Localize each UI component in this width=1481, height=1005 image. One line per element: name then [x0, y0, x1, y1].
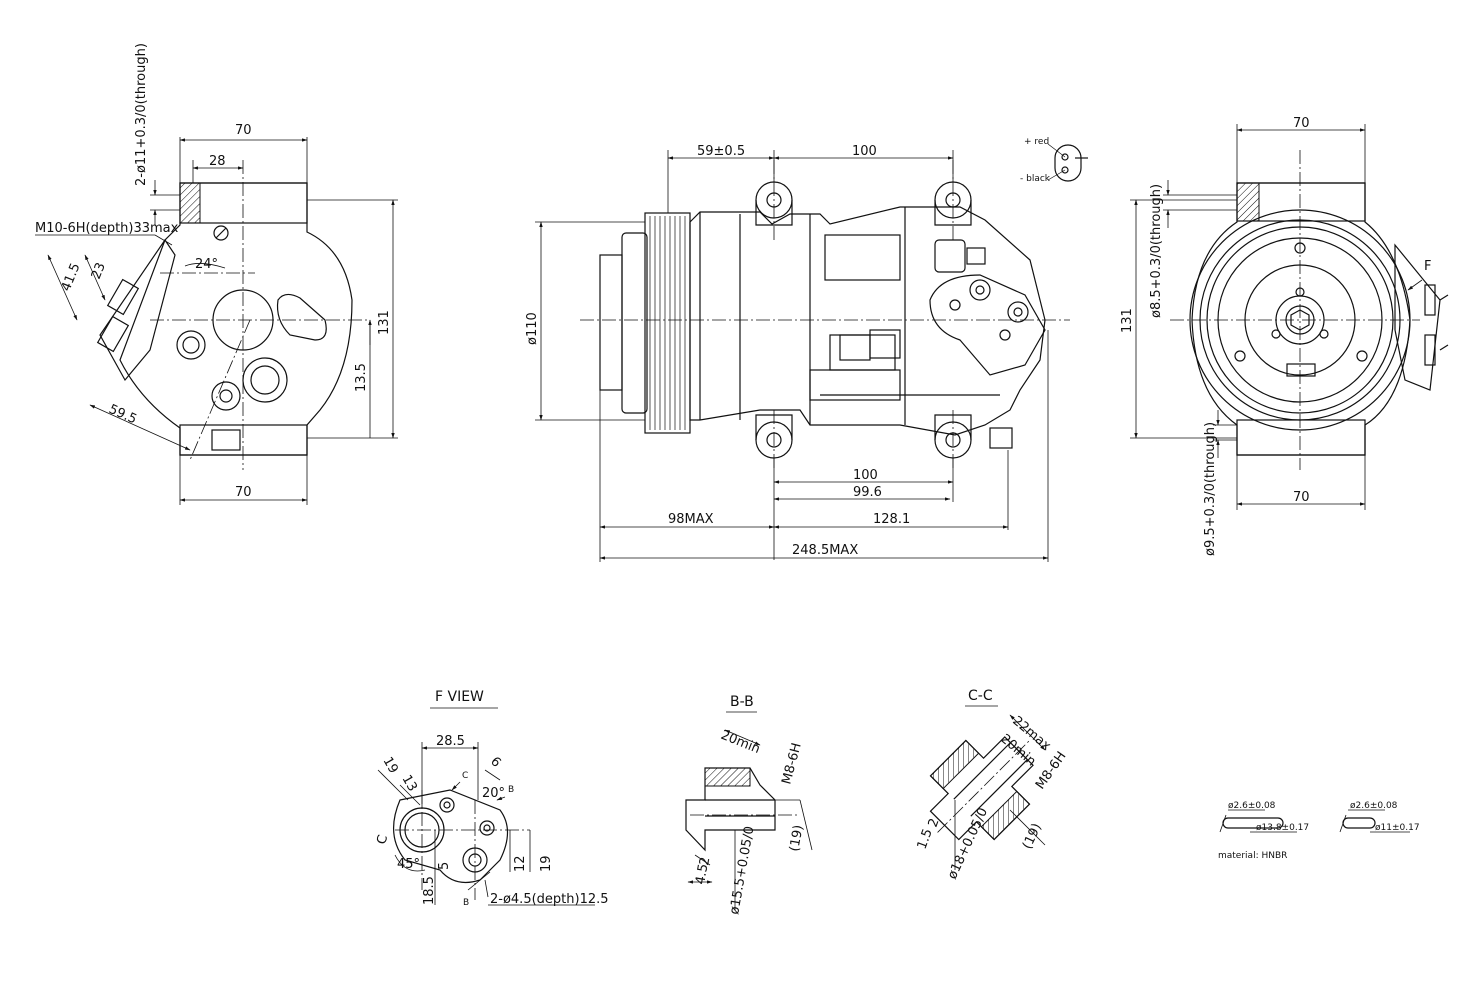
right-dim-bottom-70: 70	[1293, 490, 1310, 505]
left-dim-131: 131	[377, 310, 392, 335]
f-hole-note: 2-ø4.5(depth)12.5	[490, 892, 609, 907]
f-dim-6: 6	[487, 754, 503, 770]
c-dim-2: 2	[926, 816, 943, 829]
front-dim-100-top: 100	[852, 144, 877, 159]
right-label-f: F	[1424, 259, 1431, 274]
b-dim-19: (19)	[787, 824, 806, 853]
f-label-b-top: B	[508, 785, 514, 795]
f-dim-12: 12	[513, 855, 528, 872]
front-dim-99-6: 99.6	[853, 485, 882, 500]
f-view-detail: F VIEW 28.5 19 13 6 20° C B C 45° 18.5 5…	[374, 689, 608, 908]
f-dim-19: 19	[380, 755, 401, 777]
section-c-title: C-C	[968, 688, 993, 704]
f-label-c-left: C	[374, 833, 391, 846]
right-dim-top-70: 70	[1293, 116, 1310, 131]
right-dim-131: 131	[1120, 308, 1135, 333]
f-view-title: F VIEW	[435, 689, 484, 705]
left-dim-bottom-70: 70	[235, 485, 252, 500]
wire-red-label: + red	[1024, 137, 1049, 147]
left-dim-13-5: 13.5	[354, 363, 369, 392]
wire-black-label: - black	[1020, 174, 1051, 184]
f-dim-18-5: 18.5	[422, 876, 437, 905]
left-thread-note: M10-6H(depth)33max	[35, 221, 179, 236]
oring1-cs: ø2.6±0.08	[1228, 801, 1276, 811]
f-dim-45: 45°	[397, 857, 420, 872]
c-dim-1-5: 1.5	[915, 827, 936, 852]
right-hole-bottom-note: ø9.5+0.3/0(through)	[1203, 422, 1218, 556]
left-dim-23: 23	[89, 261, 109, 282]
right-hole-top-note: ø8.5+0.3/0(through)	[1149, 184, 1164, 318]
b-dim-2: 2	[697, 856, 713, 867]
section-b-title: B-B	[730, 694, 754, 710]
front-dim-98: 98MAX	[668, 512, 714, 527]
f-label-b-bottom: B	[463, 898, 469, 908]
o-rings: ø2.6±0.08 ø13.8±0.17 ø2.6±0.08 ø11±0.17 …	[1218, 801, 1420, 861]
left-dim-28: 28	[209, 154, 226, 169]
f-dim-5: 5	[437, 862, 452, 870]
right-end-view: F 70 70 131 ø8.5+0.3/0(through) ø9.5+0.3…	[1120, 116, 1449, 556]
left-hole-note: 2-ø11+0.3/0(through)	[134, 43, 149, 186]
f-dim-28-5: 28.5	[436, 734, 465, 749]
left-side-view: 70 28 2-ø11+0.3/0(through) M10-6H(depth)…	[35, 43, 398, 505]
b-dia: ø15.5+0.05/0	[727, 825, 757, 916]
left-angle-24: 24°	[195, 257, 218, 272]
f-dim-13: 13	[399, 773, 420, 795]
b-dim-20min: 20min	[719, 728, 763, 757]
left-dim-top-70: 70	[235, 123, 252, 138]
section-b-b: B-B 20min M8-6H (19) 2 4.5 ø15.5+0.05/0	[685, 694, 813, 916]
front-view: + red - black 59±0.5 100 ø110 100 99.6 9…	[525, 137, 1088, 562]
oring1-id: ø13.8±0.17	[1256, 823, 1309, 833]
b-dim-4-5: 4.5	[693, 863, 711, 886]
b-thread: M8-6H	[779, 741, 804, 786]
c-dia: ø18+0.05/0	[945, 806, 991, 882]
f-label-c-top: C	[462, 771, 468, 781]
c-dim-19: (19)	[1020, 821, 1045, 852]
f-dim-19-right: 19	[539, 855, 554, 872]
oring2-cs: ø2.6±0.08	[1350, 801, 1398, 811]
left-dim-41-5: 41.5	[59, 261, 84, 293]
f-dim-20: 20°	[482, 786, 505, 801]
c-thread: M8-6H	[1033, 749, 1070, 792]
front-dim-248: 248.5MAX	[792, 543, 858, 558]
front-dim-59: 59±0.5	[697, 144, 745, 159]
front-dim-110: ø110	[525, 312, 540, 345]
front-dim-128: 128.1	[873, 512, 910, 527]
left-dim-59-5: 59.5	[106, 402, 139, 427]
oring-material: material: HNBR	[1218, 851, 1287, 861]
front-dim-100-bottom: 100	[853, 468, 878, 483]
section-c-c: C-C 22max 20min M8-6H (19) 2 1.5 ø18+0.0…	[915, 688, 1070, 882]
oring2-id: ø11±0.17	[1375, 823, 1420, 833]
